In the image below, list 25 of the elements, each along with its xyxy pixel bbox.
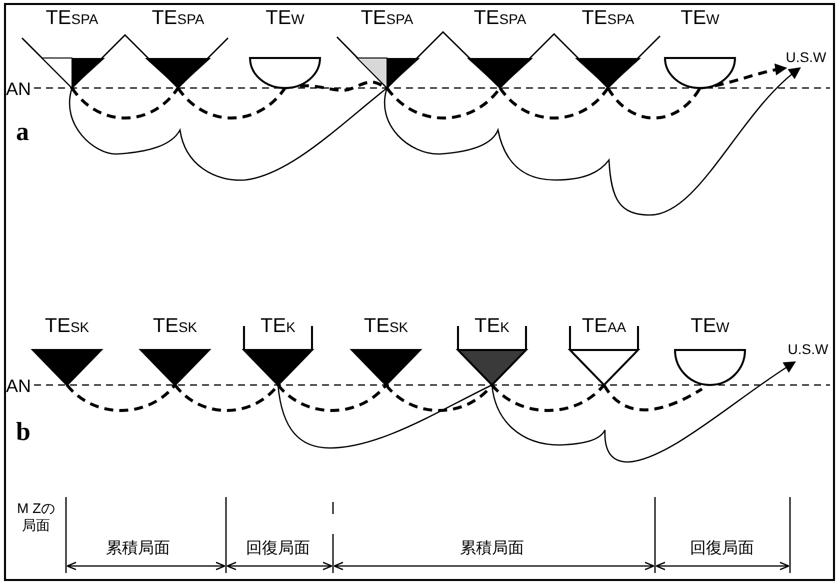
end-label: U.S.W <box>786 340 830 358</box>
dashed-curve <box>490 384 606 412</box>
panel-letter: a <box>16 116 29 148</box>
end-label: U.S.W <box>784 48 828 66</box>
dashed-curve <box>70 87 180 120</box>
phase-label: 回復局面 <box>246 539 310 559</box>
dashed-curve <box>602 384 703 412</box>
dashed-curve <box>498 87 610 120</box>
curved-arrow <box>491 361 796 463</box>
curved-line <box>69 88 388 181</box>
dashed-curve <box>66 384 176 412</box>
curved-arrow <box>384 67 801 216</box>
axis-label: AN <box>6 375 32 398</box>
phase-label: 累積局面 <box>106 539 170 559</box>
dashed-curve <box>700 64 788 90</box>
phase-label: 累積局面 <box>460 539 524 559</box>
phase-label: 回復局面 <box>690 539 754 559</box>
curved-line <box>277 384 492 449</box>
panel-letter: b <box>16 416 30 448</box>
axis-label: AN <box>6 78 32 101</box>
dashed-curve <box>606 87 702 120</box>
phase-label: M Zの局面 <box>16 500 56 534</box>
dashed-curve <box>386 87 502 120</box>
dashed-curve <box>176 87 286 120</box>
dashed-curve <box>276 384 388 412</box>
